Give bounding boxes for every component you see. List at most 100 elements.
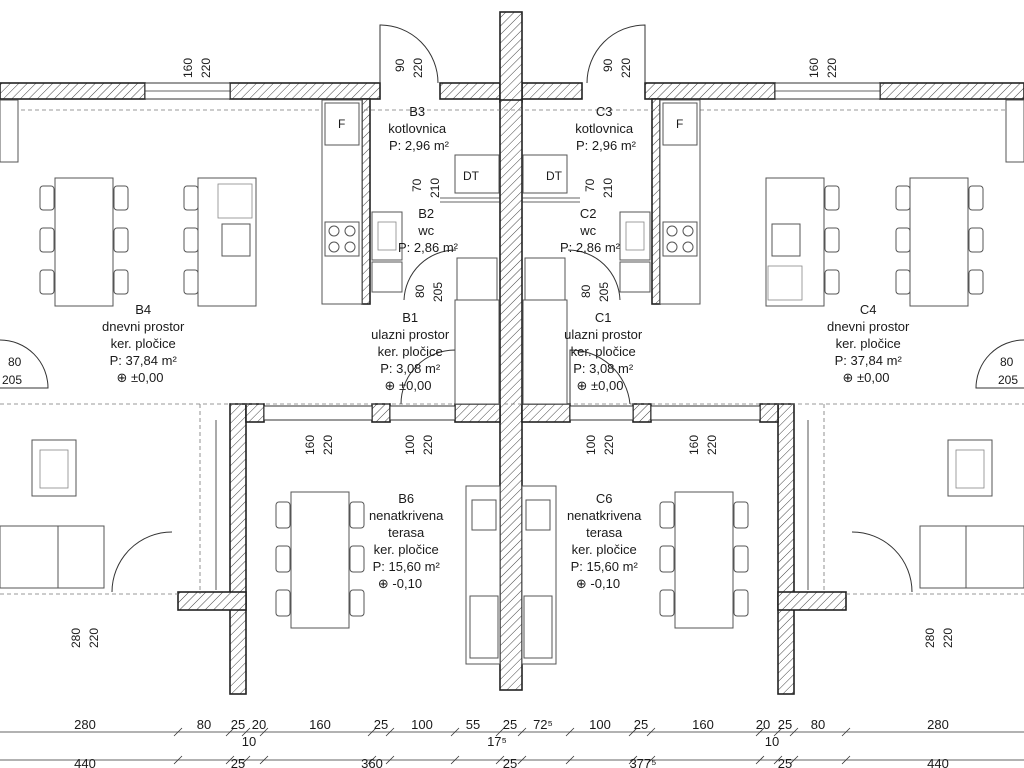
door-b4-side: [0, 339, 49, 389]
walls: [0, 11, 1024, 695]
top-wall-center-right: [521, 82, 583, 100]
dim1-7: 55: [466, 717, 480, 732]
room-c6: C6 nenatkrivena terasa ker. pločice P: 1…: [567, 491, 645, 591]
dimension-tick: [646, 755, 656, 765]
party-wall: [499, 99, 523, 691]
room-labels: B3 kotlovnica P: 2,96 m² C3 kotlovnica P…: [102, 104, 910, 591]
dim-window-b4-h: 220: [199, 58, 213, 78]
top-wall-right-mid: [644, 82, 776, 100]
door-terrace-left: [111, 531, 173, 593]
dimension-tick: [367, 727, 377, 737]
doors: [0, 24, 1024, 593]
dim-door-c1-w: 80: [579, 284, 593, 298]
dim2-3: 25: [503, 756, 517, 768]
boiler-right: [522, 154, 568, 194]
edge-unit-right: [1005, 99, 1024, 163]
dim-window-c4-h: 220: [825, 58, 839, 78]
dim1-16: 280: [927, 717, 949, 732]
top-wall-right: [879, 82, 1024, 100]
window-entry-right: [569, 405, 634, 421]
furniture-c4: [765, 177, 984, 307]
dim2-6: 440: [927, 756, 949, 768]
dimension-tick: [259, 727, 269, 737]
fridge-left-label: F: [338, 117, 345, 131]
dim-window-terrace-right-h: 220: [941, 628, 955, 648]
dashed-lines: [0, 109, 1024, 595]
dimension-tick: [495, 755, 505, 765]
window-entry-left: [389, 405, 456, 421]
dim-window-terrace-left-w: 280: [69, 628, 83, 648]
window-mid-left: [263, 405, 373, 421]
terrace-wall-left-foot: [177, 591, 247, 611]
dim2-0: 440: [74, 756, 96, 768]
edge-details: [0, 99, 1024, 163]
room-c1: C1 ulazni prostor ker. pločice P: 3,08 m…: [564, 310, 646, 393]
dimension-tick: [241, 755, 251, 765]
dimension-tick: [773, 727, 783, 737]
dim-door-c3-w: 90: [601, 58, 615, 72]
door-terrace-right: [851, 531, 913, 593]
pier-mid-right: [632, 403, 652, 423]
furniture-terraces: [0, 420, 1024, 665]
room-b1: B1 ulazni prostor ker. pločice P: 3,08 m…: [371, 310, 453, 393]
dim-window-b4-w: 160: [181, 58, 195, 78]
dimension-tick: [450, 727, 460, 737]
dim-door-c2-h: 210: [601, 178, 615, 198]
dimension-tick: [225, 727, 235, 737]
dimension-chain: 280 80 25 20 160 25 100 55 25 72⁵ 100 25…: [0, 717, 1024, 768]
door-c3: [586, 24, 646, 84]
room-b3: B3 kotlovnica P: 2,96 m²: [388, 104, 449, 153]
partition-b3-vertical: [361, 98, 371, 305]
mid-wall-right: [521, 403, 571, 423]
sanitary: DT DT: [371, 154, 651, 405]
dim-window-terrace-left-h: 220: [87, 628, 101, 648]
dim-entry-left-w: 100: [403, 435, 417, 455]
dim1-sub-0: 10: [242, 734, 256, 749]
dim1-5: 25: [374, 717, 388, 732]
shower-c1: [524, 257, 566, 301]
window-mid-right: [650, 405, 761, 421]
dim2-5: 25: [778, 756, 792, 768]
terrace-wall-right: [777, 403, 795, 695]
dim1-11: 25: [634, 717, 648, 732]
dimension-tick: [841, 727, 851, 737]
dimension-tick: [517, 727, 527, 737]
dim1-15: 80: [811, 717, 825, 732]
dim2-4: 377⁵: [629, 756, 656, 768]
dim1-9: 72⁵: [533, 717, 553, 732]
dim-side-door-right-h: 205: [998, 373, 1018, 387]
toilet-c2: [619, 261, 651, 293]
dimension-tick: [225, 755, 235, 765]
sink-b2: [371, 211, 403, 261]
dimension-tick: [755, 727, 765, 737]
dim-door-c2-w: 70: [583, 178, 597, 192]
top-wall-left-mid: [229, 82, 381, 100]
door-b1: [400, 349, 456, 405]
dim-window-c4-w: 160: [807, 58, 821, 78]
sink-c2: [619, 211, 651, 261]
dim-window-mid-left-h: 220: [321, 435, 335, 455]
partition-c3-vertical: [651, 98, 661, 305]
fridge-right: [662, 102, 698, 146]
dim2-1: 25: [231, 756, 245, 768]
dim1-4: 160: [309, 717, 331, 732]
pier-mid-left: [371, 403, 391, 423]
terrace-wall-left: [229, 403, 247, 695]
dim-door-b3-w: 90: [393, 58, 407, 72]
room-c3: C3 kotlovnica P: 2,96 m²: [575, 104, 636, 153]
dimension-tick: [450, 755, 460, 765]
terrace-wall-right-foot: [777, 591, 847, 611]
dimension-tick: [565, 727, 575, 737]
armchair-left: [31, 439, 77, 497]
dim-window-terrace-right-w: 280: [923, 628, 937, 648]
windows: [144, 82, 881, 421]
dim1-sub-1: 17⁵: [487, 734, 507, 749]
dim2-2: 360: [361, 756, 383, 768]
shower-b1: [456, 257, 498, 301]
dim-door-b2-w: 70: [410, 178, 424, 192]
dim1-8: 25: [503, 717, 517, 732]
dim-entry-left-h: 220: [421, 435, 435, 455]
door-c2: [567, 249, 621, 301]
toilet-b2: [371, 261, 403, 293]
